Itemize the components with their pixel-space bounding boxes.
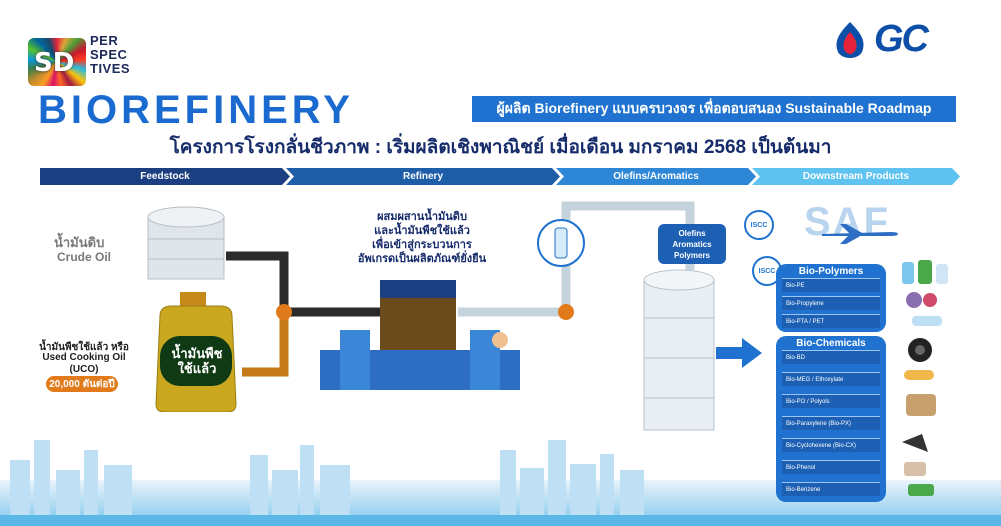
product-item: Bio-BD: [782, 350, 880, 364]
refinery-text-line: อัพเกรดเป็นผลิตภัณฑ์ยั่งยืน: [357, 253, 487, 265]
airplane-icon: [822, 224, 898, 244]
bottle-icon: [936, 264, 948, 284]
ptt-flame-icon: [836, 22, 864, 58]
bottle-icon: [902, 262, 914, 284]
refinery-description: ผสมผสานน้ำมันดิบ และน้ำมันพืชใช้แล้ว เพื…: [352, 210, 492, 266]
sd-perspectives-logo: SD PER SPEC TIVES: [28, 30, 130, 90]
page-subtitle: โครงการโรงกลั่นชีวภาพ : เริ่มผลิตเชิงพาณ…: [169, 137, 832, 158]
stage-downstream-products: Downstream Products: [752, 168, 960, 185]
cushion-icon: [906, 394, 936, 416]
bottle-icon: [918, 260, 932, 284]
refinery-text-line: ผสมผสานน้ำมันดิบ: [377, 211, 467, 223]
sd-text-line: SPEC: [90, 47, 128, 62]
product-item: Bio-PO / Polyols: [782, 394, 880, 408]
bio-chemicals-panel: Bio-Chemicals Bio-BD Bio-MEG / Ethoxylat…: [776, 336, 886, 502]
fuel-nozzle-icon: [908, 484, 934, 496]
bio-polymers-title: Bio-Polymers: [798, 266, 864, 277]
capsule-icon: [904, 370, 934, 380]
gc-wordmark: GC: [874, 18, 929, 60]
product-item: Bio-Propylene: [782, 296, 880, 310]
uco-amount-badge: 20,000 ตันต่อปี: [46, 376, 118, 392]
uco-pipe: [242, 312, 289, 377]
sd-cube-icon: SD: [28, 38, 86, 86]
pellet-icon: [906, 292, 922, 308]
pet-bottle-icon: [912, 316, 942, 326]
refinery-text-line: เพื่อเข้าสู่กระบวนการ: [372, 239, 472, 251]
cosmetic-icon: [904, 462, 926, 476]
cooking-oil-bottle-icon: [155, 292, 237, 412]
stage-refinery: Refinery: [286, 168, 560, 185]
sd-perspectives-text: PER SPEC TIVES: [90, 34, 130, 76]
product-item: Bio-Phenol: [782, 460, 880, 474]
bottle-label-line: ใช้แล้ว: [177, 361, 217, 376]
bio-polymers-panel: Bio-Polymers Bio-PE Bio-Propylene Bio-PT…: [776, 264, 886, 332]
product-item: Bio-Benzene: [782, 482, 880, 496]
crude-oil-label-th: น้ำมันดิบ: [54, 235, 105, 250]
refinery-plant-icon: [320, 280, 520, 390]
bottle-label-line: น้ำมันพืช: [171, 346, 223, 361]
iscc-badge: ISCC: [744, 210, 774, 240]
uco-label-th: น้ำมันพืชใช้แล้ว หรือ: [39, 342, 129, 353]
sample-vial-icon: [537, 219, 585, 267]
gc-logo: GC: [830, 18, 980, 62]
crude-oil-label-en: Crude Oil: [57, 250, 112, 264]
uco-label-abbrev: (UCO): [69, 364, 99, 375]
valve-icon: [558, 304, 574, 320]
olefins-line: Polymers: [673, 250, 711, 260]
olefins-line: Aromatics: [672, 239, 712, 249]
product-item: Bio-PTA / PET: [782, 314, 880, 328]
crude-oil-tank-icon: [147, 206, 225, 280]
bio-chemicals-title: Bio-Chemicals: [796, 338, 866, 349]
title-banner: ผู้ผลิต Biorefinery แบบครบวงจร เพื่อตอบส…: [472, 96, 956, 122]
sd-text-line: PER: [90, 33, 119, 48]
product-item: Bio-Paraxylene (Bio-PX): [782, 416, 880, 430]
product-item: Bio-MEG / Ethoxylate: [782, 372, 880, 386]
page-title: BIOREFINERY: [38, 88, 354, 132]
olefins-aromatics-polymers-box: Olefins Aromatics Polymers: [658, 224, 726, 264]
storage-tower-icon: [643, 269, 715, 431]
product-icons-column: [902, 260, 948, 496]
pellet-icon: [923, 293, 937, 307]
olefins-line: Olefins: [678, 228, 706, 238]
glove-icon: [902, 434, 928, 452]
saf-label: SAF: [804, 200, 890, 244]
crude-pipe: [226, 251, 380, 317]
valve-icon: [276, 304, 292, 320]
arrow-right-icon: [716, 338, 762, 368]
product-item: Bio-Cyclohexene (Bio-CX): [782, 438, 880, 452]
uco-label-en: Used Cooking Oil: [42, 352, 126, 363]
sd-text-line: TIVES: [90, 61, 131, 76]
sd-mark: SD: [34, 48, 75, 78]
product-item: Bio-PE: [782, 278, 880, 292]
bottle-label: น้ำมันพืช ใช้แล้ว: [158, 346, 236, 376]
stage-olefins-aromatics: Olefins/Aromatics: [556, 168, 756, 185]
refinery-text-line: และน้ำมันพืชใช้แล้ว: [374, 225, 470, 237]
stage-feedstock: Feedstock: [40, 168, 290, 185]
